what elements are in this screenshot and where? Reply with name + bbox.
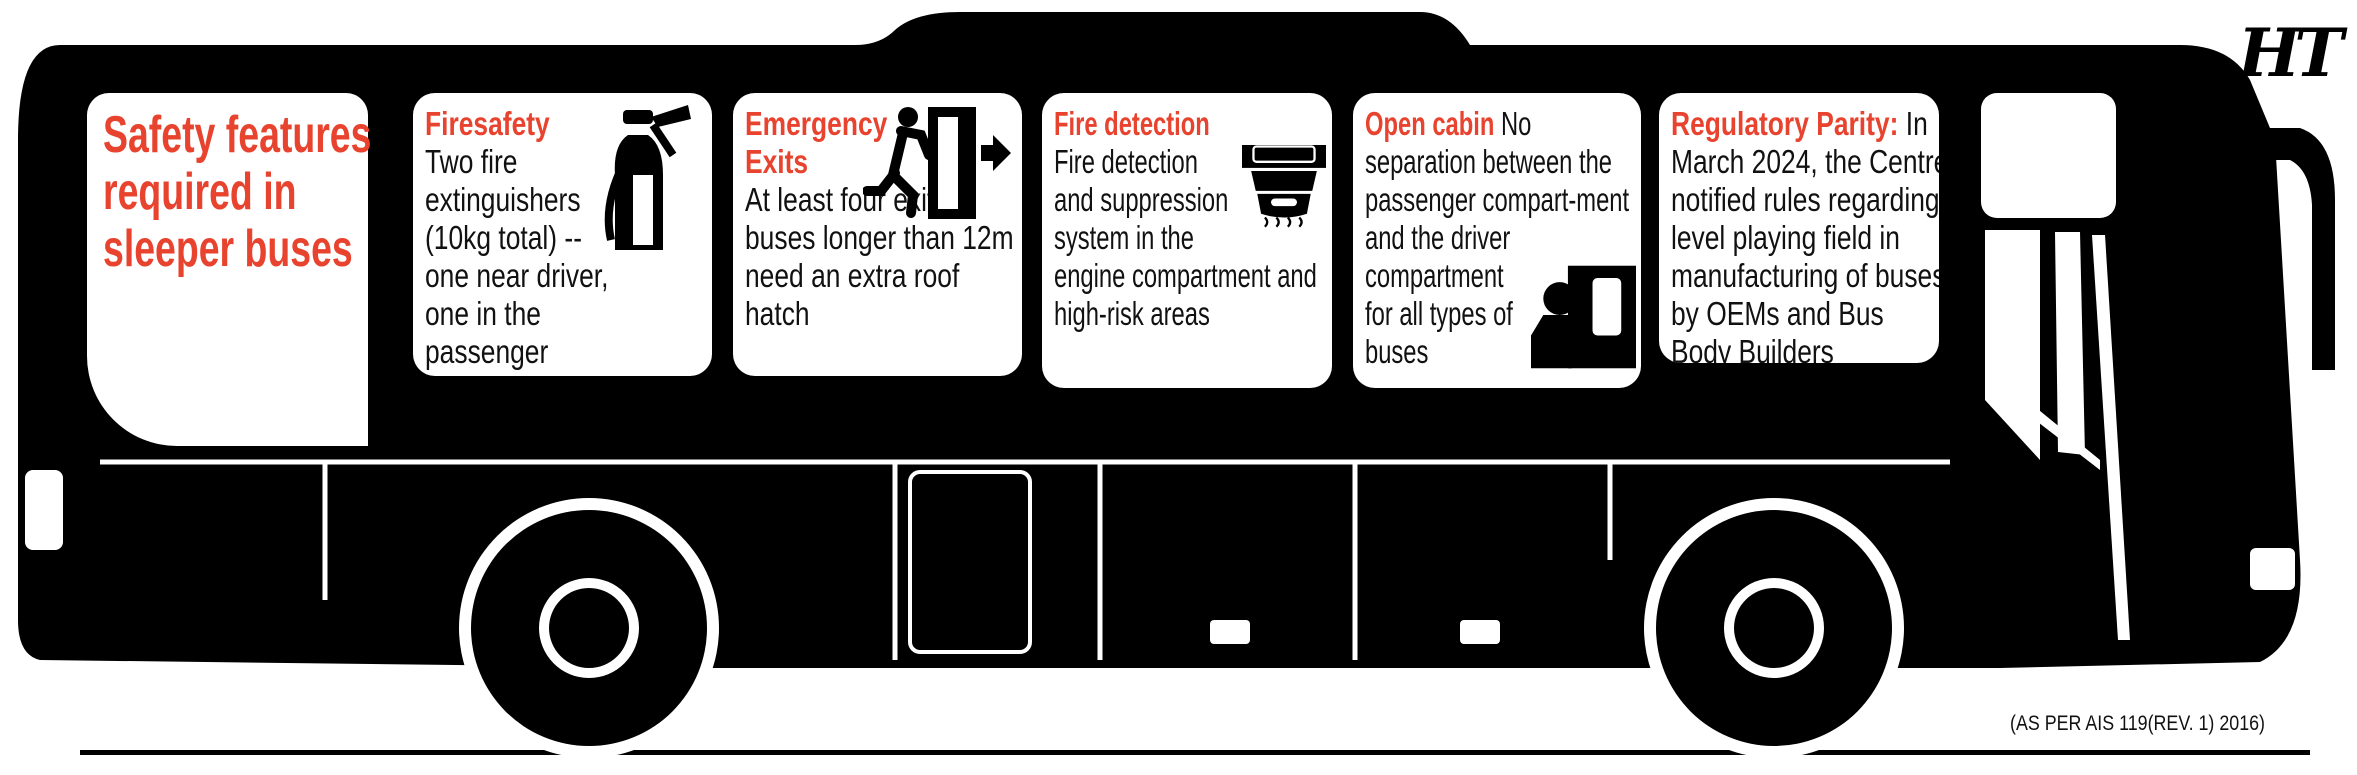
smoke-detector-icon xyxy=(1242,145,1326,228)
card-heading: Regulatory Parity: xyxy=(1671,105,1899,142)
card-heading: Emergency Exits xyxy=(745,105,888,180)
card-body: In March 2024, the Centre notified rules… xyxy=(1671,105,1939,363)
card-emergency-exits: Emergency Exits At least four exits; bus… xyxy=(733,93,1022,376)
fire-extinguisher-icon xyxy=(604,105,691,250)
front-wheel xyxy=(459,498,719,758)
card-body: Fire detection and suppression system in… xyxy=(1054,143,1317,332)
card-heading: Fire detection xyxy=(1054,105,1210,142)
emergency-exit-icon xyxy=(863,107,1011,219)
card-firesafety: Firesafety Two fire extinguishers (10kg … xyxy=(413,93,712,376)
ht-logo: HT xyxy=(2238,14,2344,92)
card-open-cabin: Open cabin No separation between the pas… xyxy=(1353,93,1641,388)
page-title: Safety features required in sleeper buse… xyxy=(103,106,372,278)
card-fire-detection: Fire detection Fire detection and suppre… xyxy=(1042,93,1332,388)
card-regulatory-parity: Regulatory Parity: In March 2024, the Ce… xyxy=(1659,93,1939,363)
footnote: (AS PER AIS 119(REV. 1) 2016) xyxy=(2010,712,2265,735)
card-body: No separation between the passenger comp… xyxy=(1365,105,1630,370)
card-heading: Firesafety xyxy=(425,105,550,142)
rear-wheel xyxy=(1644,498,1904,758)
title-panel: Safety features required in sleeper buse… xyxy=(87,93,371,446)
bus-driver-icon xyxy=(1531,265,1636,369)
card-body: At least four exits; buses longer than 1… xyxy=(745,181,1014,332)
card-heading: Open cabin xyxy=(1365,105,1495,142)
card-body: Two fire extinguishers (10kg total) -- o… xyxy=(425,143,609,376)
